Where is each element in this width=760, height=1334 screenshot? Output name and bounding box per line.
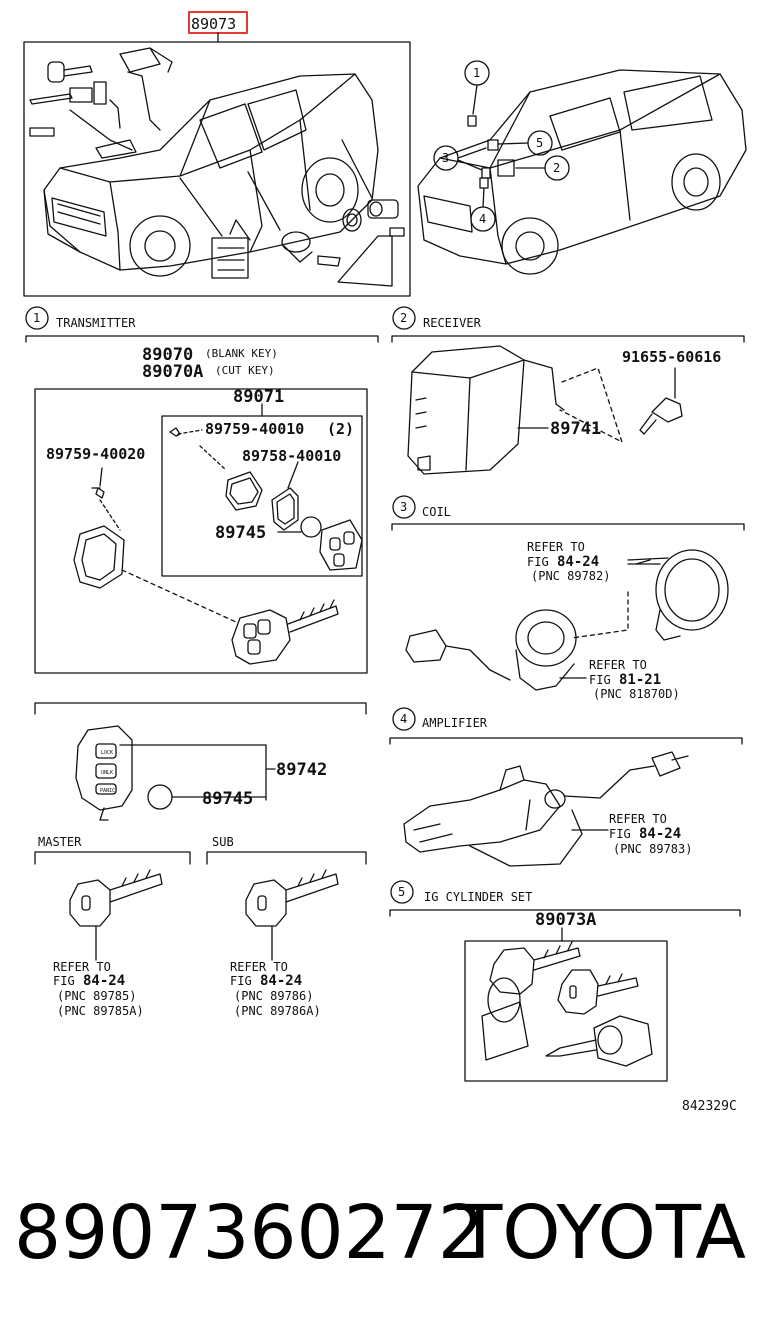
section-5-title: IG CYLINDER SET [424, 890, 532, 904]
amplifier-ref-2-prefix: FIG [609, 827, 631, 841]
callouts [433, 60, 570, 232]
section-3-number: 3 [400, 500, 407, 514]
remote-transmitter-pn[interactable]: 89742 [276, 760, 327, 780]
sub-refer-2-fig[interactable]: 84-24 [260, 973, 302, 989]
transmitter-frame [34, 388, 368, 674]
gasket-pn[interactable]: 89758-40010 [242, 447, 341, 465]
amplifier-ref-1: REFER TO [609, 812, 667, 826]
callout-3-label: 3 [442, 151, 449, 165]
part-code-header[interactable]: 89073 [191, 15, 236, 33]
master-pnc-1: (PNC 89785) [57, 989, 136, 1003]
case-pn[interactable]: 89071 [233, 387, 284, 407]
callout-1-label: 1 [473, 66, 480, 80]
remote-btn-unlock: UNLK [101, 770, 113, 776]
sub-pnc-2: (PNC 89786A) [234, 1004, 321, 1018]
master-refer-1: REFER TO [53, 960, 111, 974]
section-1-number: 1 [33, 311, 40, 325]
case-frame [161, 415, 363, 577]
coil-ref-b-3: (PNC 81870D) [593, 687, 680, 701]
coil-ref-a-1: REFER TO [527, 540, 585, 554]
master-refer-2-fig[interactable]: 84-24 [83, 973, 125, 989]
footer-brand: TOYOTA [457, 1190, 746, 1276]
illustration-id: 842329C [682, 1099, 737, 1114]
section-4-marker [392, 707, 416, 731]
coil-ref-b-1: REFER TO [589, 658, 647, 672]
section-2-number: 2 [400, 311, 407, 325]
sub-refer-1: REFER TO [230, 960, 288, 974]
section-4-title: AMPLIFIER [422, 716, 488, 730]
cut-key-note: (CUT KEY) [215, 364, 275, 377]
callout-5-label: 5 [536, 136, 543, 150]
section-1-title: TRANSMITTER [56, 316, 136, 330]
amplifier-ref-3: (PNC 89783) [613, 842, 692, 856]
coil-ref-a-2-fig[interactable]: 84-24 [557, 554, 599, 570]
amplifier-ref-2-fig[interactable]: 84-24 [639, 826, 681, 842]
coil-parts [405, 549, 729, 691]
ig-cylinder-frame [464, 940, 668, 1082]
section-3-marker [392, 495, 416, 519]
screw-qty: (2) [327, 420, 354, 438]
sub-key [245, 869, 339, 961]
amplifier-parts [403, 751, 689, 867]
coil-ref-b-2-prefix: FIG [589, 673, 611, 687]
remote-parts [75, 725, 276, 821]
coil-ref-a-3: (PNC 89782) [531, 569, 610, 583]
sub-refer-2-prefix: FIG [230, 974, 252, 988]
master-pnc-2: (PNC 89785A) [57, 1004, 144, 1018]
footer-part-number: 8907360272 [14, 1190, 485, 1276]
section-5-number: 5 [398, 885, 405, 899]
master-key [69, 869, 163, 961]
vehicle-left-illustration [29, 47, 405, 287]
section-5-marker [390, 880, 414, 904]
screw-pn[interactable]: 89759-40010 [205, 420, 304, 438]
receiver-unit-pn[interactable]: 89741 [550, 419, 601, 439]
sub-label: SUB [212, 835, 234, 849]
remote-btn-panic: PANIC [100, 788, 115, 794]
blank-key-pn[interactable]: 89070 [142, 345, 193, 365]
callout-4-label: 4 [479, 212, 486, 226]
callout-2-label: 2 [553, 161, 560, 175]
section-4-number: 4 [400, 712, 407, 726]
screw2-pn[interactable]: 89759-40020 [46, 445, 145, 463]
transmitter-parts [73, 427, 363, 665]
cut-key-pn[interactable]: 89070A [142, 362, 203, 382]
vehicle-right-illustration [417, 69, 747, 275]
remote-btn-lock: LOCK [101, 750, 113, 756]
section-1-marker [25, 306, 49, 330]
ig-cylinder-set-pn[interactable]: 89073A [535, 910, 596, 930]
parts-diagram: 89073 1 3 5 2 4 1 TRANSMITTER 2 RECEIVER… [23, 11, 747, 1114]
section-2-marker [392, 306, 416, 330]
section-3-title: COIL [422, 505, 451, 519]
battery-pn[interactable]: 89745 [215, 523, 266, 543]
remote-battery-pn[interactable]: 89745 [202, 789, 253, 809]
sub-pnc-1: (PNC 89786) [234, 989, 313, 1003]
ig-cylinder-parts [481, 941, 653, 1067]
coil-ref-b-2-fig[interactable]: 81-21 [619, 672, 661, 688]
master-label: MASTER [38, 835, 82, 849]
receiver-bolt-pn[interactable]: 91655-60616 [622, 348, 721, 366]
coil-ref-a-2-prefix: FIG [527, 555, 549, 569]
footer: 8907360272 TOYOTA [0, 1190, 760, 1280]
blank-key-note: (BLANK KEY) [205, 347, 278, 360]
receiver-parts [407, 345, 683, 475]
master-refer-2-prefix: FIG [53, 974, 75, 988]
section-2-title: RECEIVER [423, 316, 482, 330]
vehicle-panel-frame [23, 41, 411, 297]
